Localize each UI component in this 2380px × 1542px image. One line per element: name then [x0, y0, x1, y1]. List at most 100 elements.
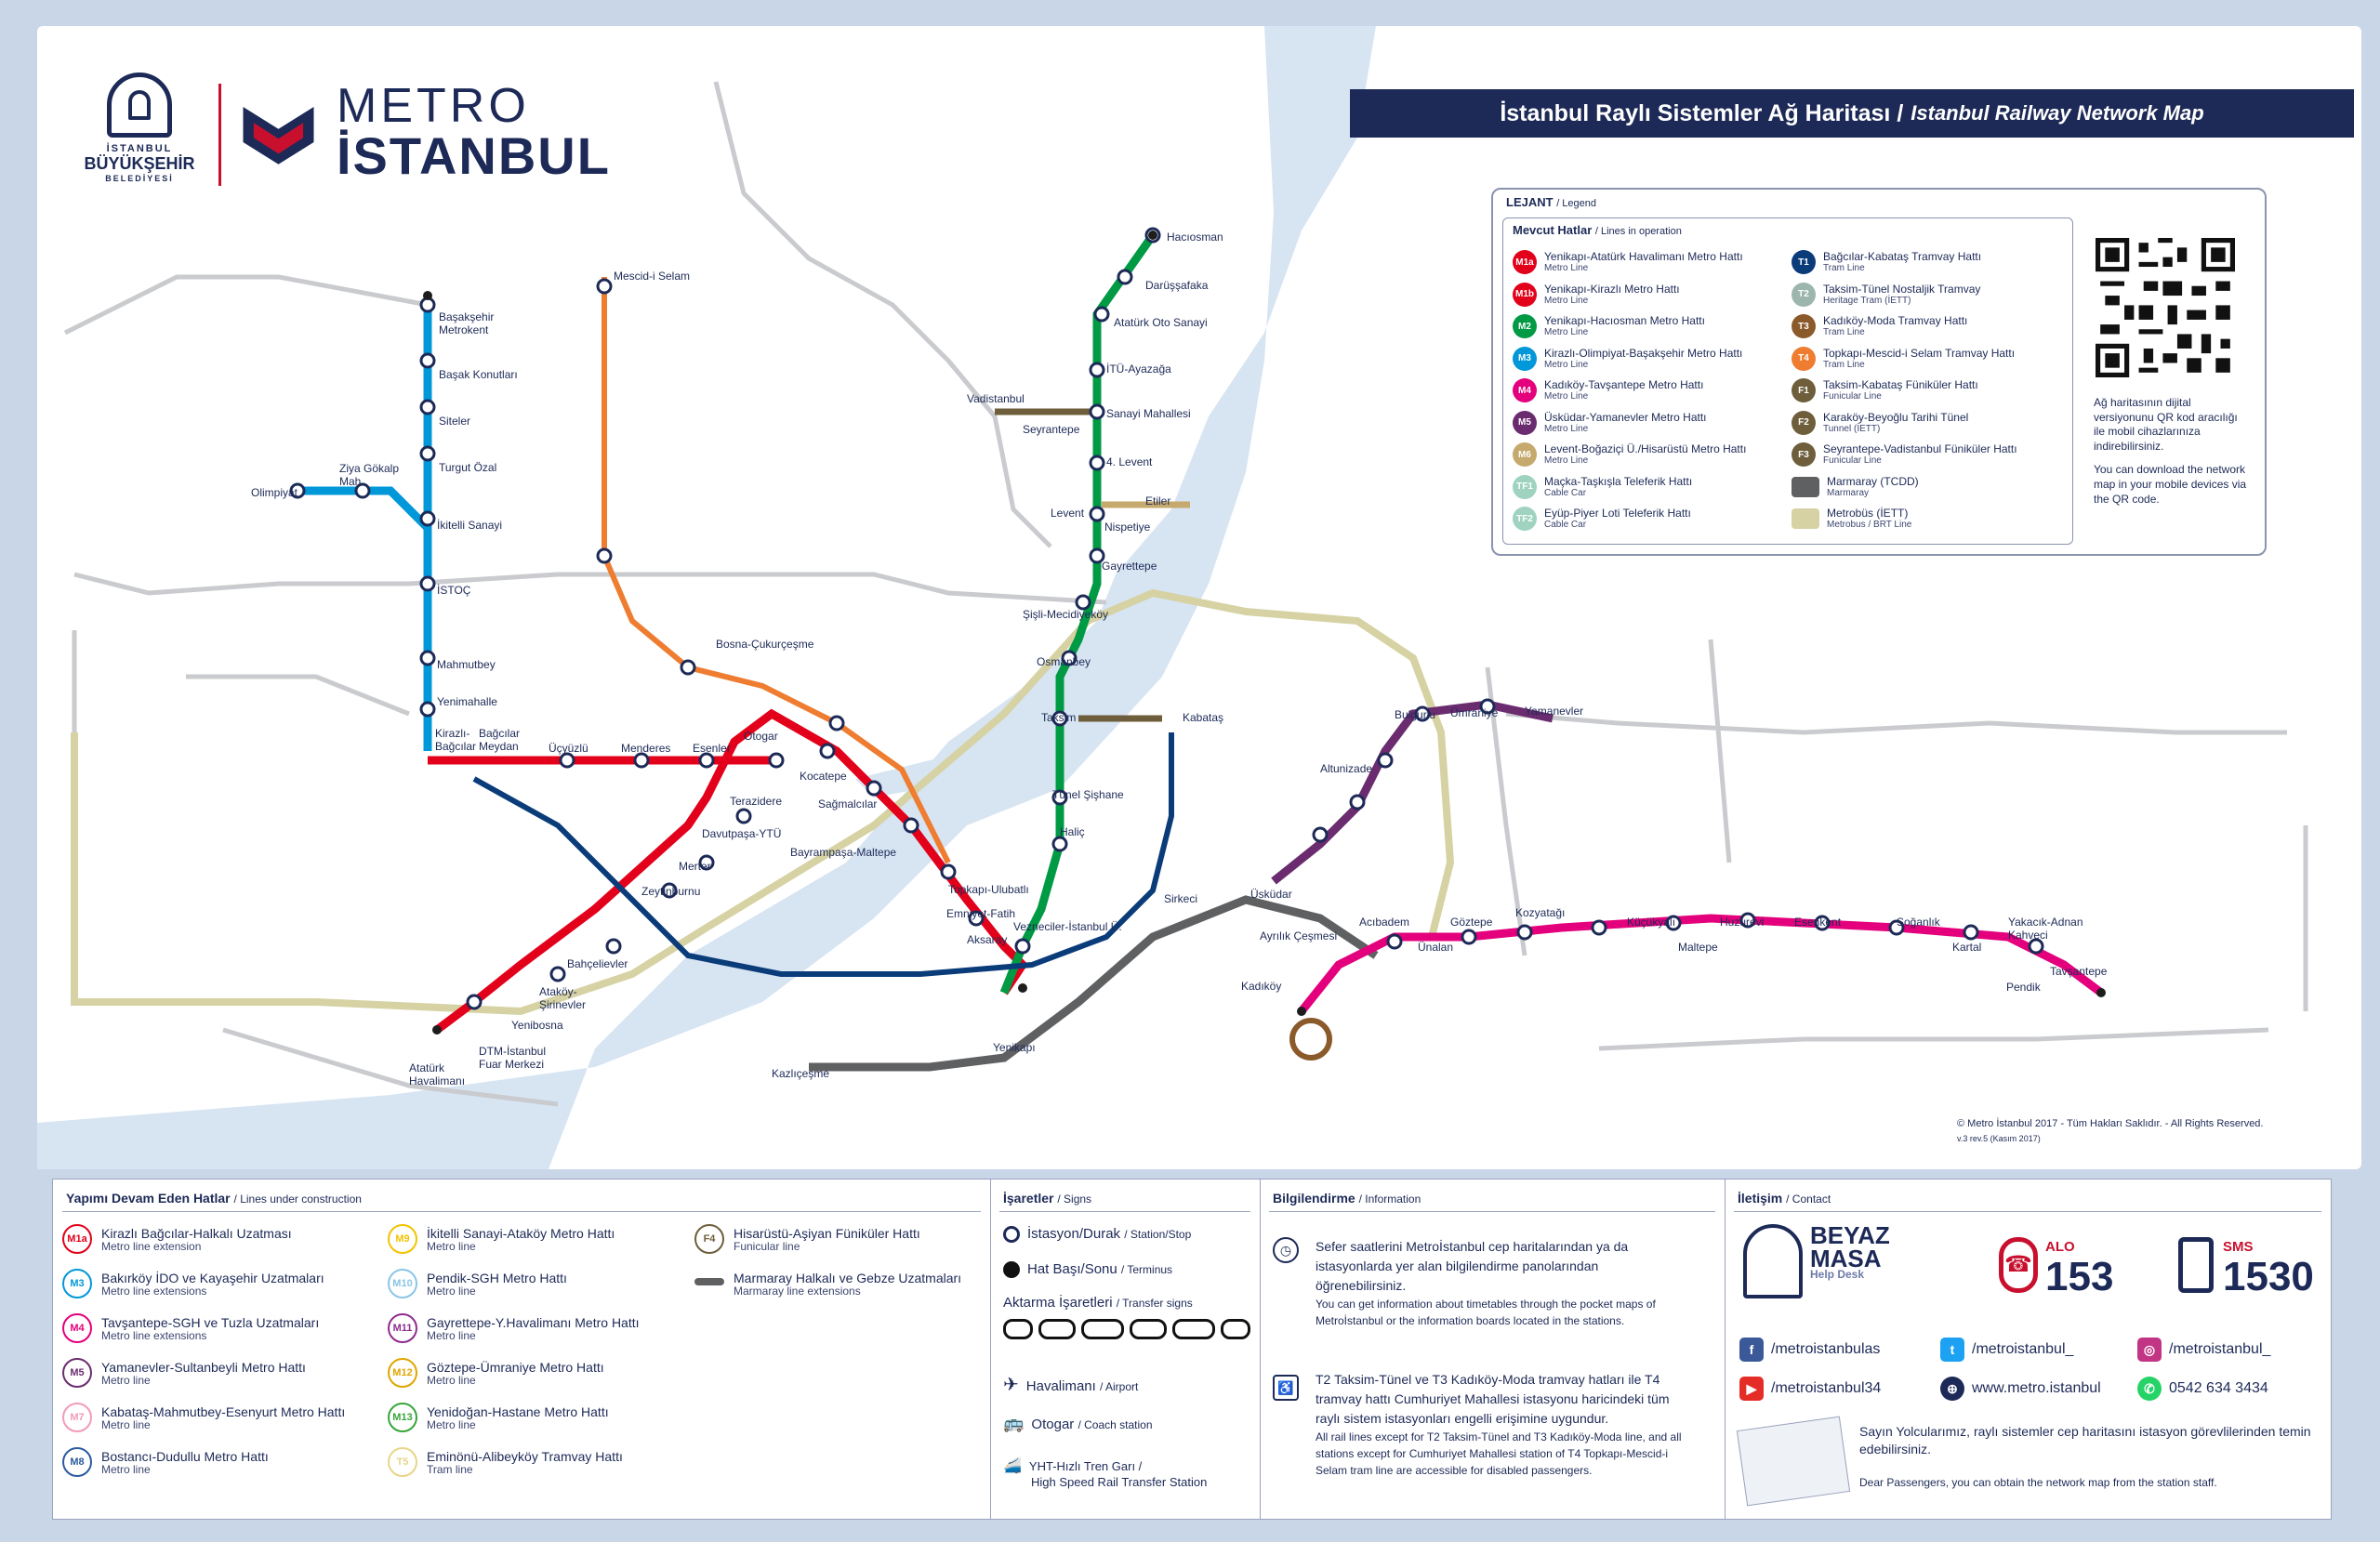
legend-line-name: Topkapı-Mescid-i Selam Tramvay Hattı	[1823, 346, 2016, 360]
legend-item: Marmaray (TCDD)Marmaray	[1792, 471, 2070, 504]
legend-line-type: Cable Car	[1544, 487, 1587, 498]
line-badge: TF2	[1513, 507, 1537, 532]
legend-line-type: Metro Line	[1544, 295, 1589, 306]
legend-line-name: Taksim-Kabataş Füniküler Hattı	[1823, 378, 1978, 392]
facebook-link[interactable]: f/metroistanbulas	[1739, 1338, 1880, 1362]
network-map-icon	[1736, 1416, 1851, 1507]
construction-line-type: Metro line extensions	[101, 1285, 207, 1298]
line-badge	[1792, 508, 1819, 530]
sign-station: İstasyon/Durak / Station/Stop	[1003, 1226, 1191, 1244]
bottom-panel: Yapımı Devam Eden Hatlar / Lines under c…	[52, 1179, 2332, 1520]
line-badge: M1b	[1513, 282, 1537, 307]
marmaray-line	[809, 895, 1379, 1072]
legend-line-type: Metrobus / BRT Line	[1827, 520, 1912, 531]
sms-number[interactable]: 1530	[2223, 1254, 2314, 1299]
construction-line-type: Marmaray line extensions	[734, 1285, 861, 1298]
bosphorus	[37, 26, 1376, 1169]
golden-horn	[855, 695, 1078, 797]
t3-loop	[1289, 1018, 1332, 1061]
alo-label: ALO	[2045, 1239, 2075, 1255]
line-badge: M3	[1513, 346, 1537, 371]
globe-icon: ⊕	[1940, 1377, 1964, 1401]
metrobus-line	[71, 588, 1455, 1016]
line-badge: T3	[1792, 314, 1816, 339]
line-badge: M4	[1513, 378, 1537, 403]
t4-line	[602, 277, 951, 864]
legend-line-name: Taksim-Tünel Nostaljik Tramvay	[1823, 282, 1981, 296]
future-lines	[63, 81, 2308, 1107]
legend-line-type: Metro Line	[1544, 359, 1589, 370]
instagram-link[interactable]: ◎/metroistanbul_	[2137, 1338, 2270, 1362]
alo-number[interactable]: 153	[2045, 1254, 2114, 1299]
youtube-link[interactable]: ▶/metroistanbul34	[1739, 1377, 1881, 1401]
line-badge: T1	[1792, 250, 1816, 275]
construction-line-name: İkitelli Sanayi-Ataköy Metro Hattı	[427, 1226, 615, 1241]
legend-line-type: Cable Car	[1544, 520, 1587, 531]
construction-line-type: Metro line extension	[101, 1240, 202, 1254]
legend-line-name: Seyrantepe-Vadistanbul Füniküler Hattı	[1823, 442, 2017, 456]
whatsapp-link[interactable]: ✆0542 634 3434	[2137, 1377, 2268, 1401]
legend-line-name: Marmaray (TCDD)	[1827, 474, 1919, 488]
sign-transfer: Aktarma İşaretleri / Transfer signs	[1003, 1295, 1193, 1311]
legend-item: Metrobüs (İETT)Metrobus / BRT Line	[1792, 503, 2070, 535]
construction-line-type: Metro line	[427, 1329, 476, 1343]
train-icon: 🚄	[1003, 1458, 1022, 1474]
line-badge: F1	[1792, 378, 1816, 403]
station-icon	[1003, 1226, 1020, 1244]
instagram-icon: ◎	[2137, 1338, 2162, 1362]
ibb-emblem-icon	[107, 72, 172, 138]
construction-line-name: Kabataş-Mahmutbey-Esenyurt Metro Hattı	[101, 1404, 346, 1419]
construction-line-type: Metro line	[427, 1285, 476, 1298]
page-title: İstanbul Raylı Sistemler Ağ Haritası /Is…	[1350, 89, 2354, 138]
line-badge: TF1	[1513, 474, 1537, 499]
construction-line-name: Tavşantepe-SGH ve Tuzla Uzatmaları	[101, 1315, 320, 1330]
line-badge	[694, 1278, 724, 1285]
web-link[interactable]: ⊕www.metro.istanbul	[1940, 1377, 2101, 1401]
construction-line-type: Metro line	[427, 1418, 476, 1432]
phone-icon: ☎	[1999, 1237, 2038, 1293]
twitter-link[interactable]: t/metroistanbul_	[1940, 1338, 2073, 1362]
header-logo: İSTANBUL BÜYÜKŞEHİR BELEDİYESİ METRO İST…	[74, 72, 609, 193]
legend-line-name: Yenikapı-Atatürk Havalimanı Metro Hattı	[1544, 250, 1743, 264]
metro-wordmark: METRO İSTANBUL	[337, 82, 611, 182]
line-badge: M6	[1513, 442, 1537, 468]
youtube-icon: ▶	[1739, 1377, 1764, 1401]
construction-line-name: Bakırköy İDO ve Kayaşehir Uzatmaları	[101, 1271, 324, 1285]
line-badge: M5	[62, 1358, 92, 1388]
ibb-line1: İSTANBUL	[106, 143, 173, 154]
construction-line-type: Metro line	[101, 1374, 151, 1388]
ibb-logo: İSTANBUL BÜYÜKŞEHİR BELEDİYESİ	[74, 72, 205, 193]
section-under-construction: Yapımı Devam Eden Hatlar / Lines under c…	[53, 1180, 991, 1519]
transfer-icons	[1003, 1319, 1250, 1339]
construction-line-name: Marmaray Halkalı ve Gebze Uzatmaları	[734, 1271, 962, 1285]
construction-line-type: Funicular line	[734, 1240, 800, 1254]
beyaz-masa-icon	[1743, 1224, 1803, 1298]
copyright: © Metro İstanbul 2017 - Tüm Hakları Sakl…	[1957, 1118, 2264, 1129]
line-badge: M5	[1513, 410, 1537, 435]
line-badge: M8	[62, 1447, 92, 1477]
legend-line-type: Tunnel (İETT)	[1823, 423, 1881, 434]
qr-code[interactable]	[2096, 238, 2235, 377]
legend-line-type: Tram Line	[1823, 263, 1865, 274]
metro-m-icon	[243, 107, 314, 165]
